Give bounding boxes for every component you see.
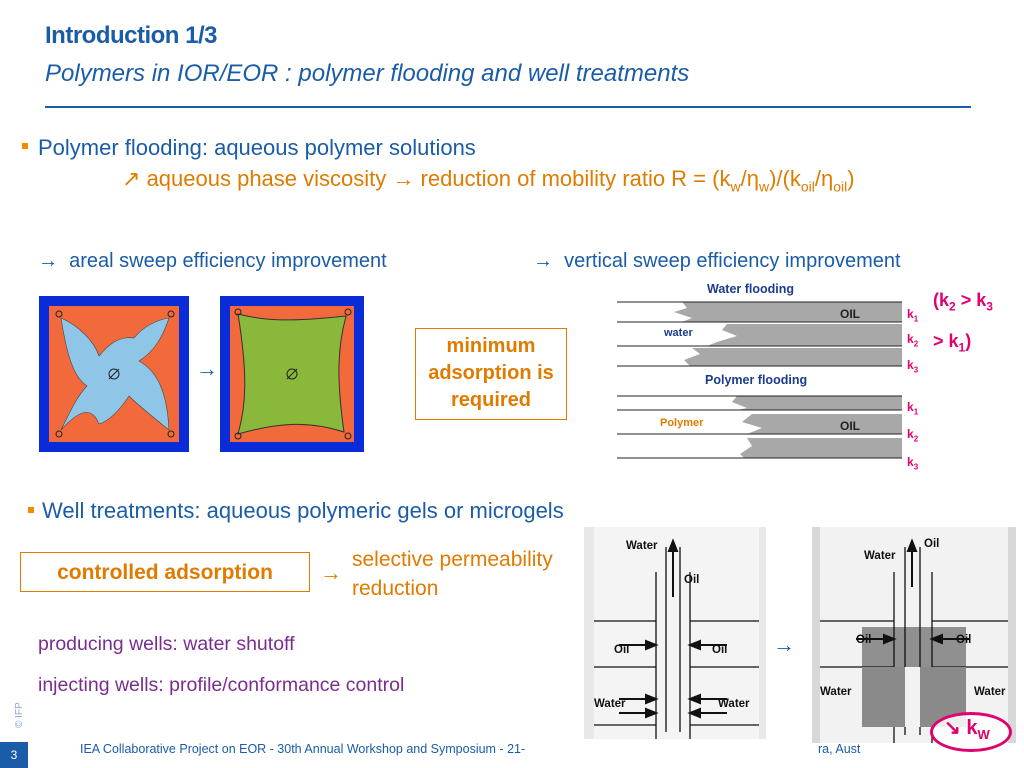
well2-water-right-label: Water (974, 686, 1006, 698)
sub-oil2: oil (833, 178, 848, 195)
bullet-square-icon (28, 507, 34, 513)
k-cond-c: > k (933, 331, 959, 351)
oil-label-1: OIL (840, 307, 860, 321)
well-diagram-before: Water Oil Oil Oil Water Water (584, 527, 766, 739)
page-number: 3 (0, 742, 28, 768)
vertical-sweep-text: vertical sweep efficiency improvement (564, 250, 901, 272)
well-water-top-label: Water (626, 540, 658, 552)
vertical-sweep-line: → vertical sweep efficiency improvement (533, 250, 901, 273)
kw-ellipse (930, 712, 1012, 752)
arrow-right-icon: → (196, 356, 218, 381)
k-cond-sub3: 3 (986, 299, 993, 314)
viscosity-line: ↗ aqueous phase viscosity → reduction of… (122, 166, 855, 194)
arrow-right-icon: → (392, 166, 415, 191)
well-oil-top-label: Oil (684, 574, 699, 586)
bullet-well-treatments: Well treatments: aqueous polymeric gels … (42, 498, 564, 523)
bullet-square-icon (22, 143, 28, 149)
slide-subtitle: Polymers in IOR/EOR : polymer flooding a… (45, 60, 690, 87)
oil-label-2: OIL (840, 419, 860, 433)
k-cond-sub1: 1 (958, 340, 966, 355)
ratio-close: ) (847, 166, 855, 191)
bullet-polymer-flooding: Polymer flooding: aqueous polymer soluti… (38, 135, 476, 160)
k-cond-b: > k (955, 290, 987, 310)
k-label: k (907, 454, 914, 469)
well-oil-left-label: Oil (614, 644, 629, 656)
well2-oil-top-label: Oil (924, 538, 939, 550)
vertical-sweep-diagram: Water flooding OIL water Polymer floodin… (612, 278, 907, 460)
areal-sweep-text: areal sweep efficiency improvement (69, 250, 387, 272)
k-cond-a: (k (933, 290, 950, 310)
minimum-adsorption-box: minimum adsorption is required (415, 328, 567, 420)
areal-sweep-water-image (39, 296, 189, 452)
sub-w2: w (758, 178, 770, 195)
polymer-flooding-label: Polymer flooding (705, 373, 807, 387)
k-label: k (907, 400, 914, 414)
k-labels-bottom: k1 k2 k3 (907, 396, 918, 478)
kw-label: ↘ kW (944, 715, 990, 742)
k-condition-line2: > k1) (933, 331, 971, 355)
footer-text-end: ra, Aust (818, 742, 861, 756)
footer-text: IEA Collaborative Project on EOR - 30th … (80, 742, 526, 756)
eta-symbol: /η (740, 166, 759, 191)
areal-sweep-polymer-image (220, 296, 364, 452)
selective-permeability-text: selective permeability reduction (352, 548, 553, 600)
arrow-right-icon: → (320, 560, 342, 585)
k-sub: 1 (913, 314, 919, 324)
k-label: k (907, 307, 914, 321)
arrow-down-right-icon: ↘ (944, 717, 961, 739)
slide-title: Introduction 1/3 (45, 22, 218, 49)
k-condition-line1: (k2 > k3 (933, 290, 993, 314)
k-sub: 3 (913, 365, 919, 375)
well-diagram-after: Water Oil Oil Oil Water Water (812, 527, 1016, 743)
kw-sub: W (977, 727, 990, 742)
arrow-right-icon: → (773, 632, 795, 657)
k-sub: 1 (913, 407, 919, 417)
arrow-right-icon: → (38, 250, 58, 272)
water-flooding-label: Water flooding (707, 282, 794, 296)
injecting-wells-text: injecting wells: profile/conformance con… (38, 674, 405, 696)
viscosity-text: aqueous phase viscosity (146, 166, 387, 191)
sub-oil: oil (800, 178, 815, 195)
polymer-label: Polymer (660, 417, 704, 429)
well2-oil-right-label: Oil (956, 634, 971, 646)
k-label: k (907, 357, 914, 372)
ratio-mid: )/(k (769, 166, 801, 191)
k-cond-d: ) (965, 331, 972, 351)
well2-water-left-label: Water (820, 686, 852, 698)
well2-oil-left-label: Oil (856, 634, 871, 646)
well2-water-top-label: Water (864, 550, 896, 562)
k-sub: 3 (913, 462, 919, 472)
producing-wells-text: producing wells: water shutoff (38, 633, 295, 655)
k-label: k (907, 427, 914, 442)
well-water-left-label: Water (594, 698, 626, 710)
water-label: water (663, 327, 693, 339)
sub-w: w (730, 178, 741, 195)
k-labels-top: k1 k2 k3 (907, 304, 918, 380)
arrow-right-icon: → (533, 250, 553, 272)
eta-symbol-2: /η (814, 166, 834, 191)
k-label: k (907, 332, 914, 347)
copyright-text: © IFP (14, 702, 25, 728)
areal-sweep-line: → areal sweep efficiency improvement (38, 250, 387, 273)
k-sub: 2 (913, 339, 919, 349)
k-cond-sub2: 2 (949, 299, 956, 314)
title-divider (45, 106, 971, 108)
well-water-right-label: Water (718, 698, 750, 710)
k-sub: 2 (913, 434, 919, 444)
arrow-up-right-icon: ↗ (122, 166, 141, 191)
well-oil-right-label: Oil (712, 644, 727, 656)
kw-k: k (966, 717, 978, 739)
mobility-ratio-text: reduction of mobility ratio R = (k (420, 166, 731, 191)
controlled-adsorption-box: controlled adsorption (20, 552, 310, 592)
